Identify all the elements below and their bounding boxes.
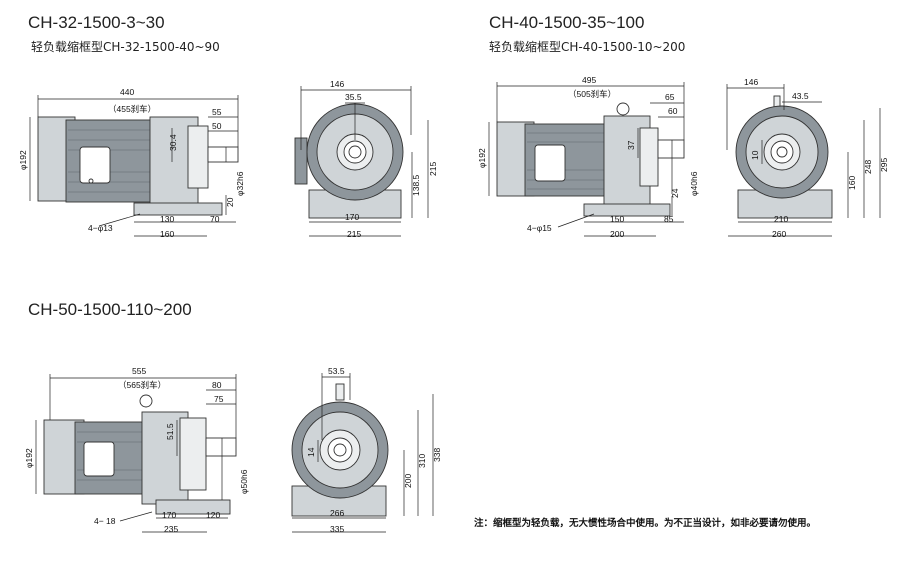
dim-53-5: 53.5 xyxy=(328,366,345,376)
dim-170: 170 xyxy=(345,212,359,222)
dim-holes-4-18: 4− 18 xyxy=(94,516,116,526)
foot-base xyxy=(155,499,231,515)
dim-260: 260 xyxy=(772,229,786,239)
model-2-front-view: 146 43.5 10 295 248 160 210 260 xyxy=(726,77,889,239)
dim-130: 130 xyxy=(160,214,174,224)
dim-35-5: 35.5 xyxy=(345,92,362,102)
dim-24: 24 xyxy=(670,188,680,198)
gear-flange xyxy=(187,125,209,189)
dim-138-5: 138.5 xyxy=(411,174,421,196)
dim-50: 50 xyxy=(212,121,222,131)
model-2-title: CH-40-1500-35~100 xyxy=(489,13,645,32)
dim-455-brake: （455刹车） xyxy=(108,104,156,114)
dim-43-5: 43.5 xyxy=(792,91,809,101)
model-3-side-view: 555 （565刹车） 80 75 51.5 φ50h6 120 170 235… xyxy=(24,366,249,534)
dim-248: 248 xyxy=(863,160,873,174)
dim-75: 75 xyxy=(214,394,224,404)
dim-215-width: 215 xyxy=(347,229,361,239)
dim-51-5: 51.5 xyxy=(165,423,175,440)
dim-10: 10 xyxy=(750,150,760,160)
dim-210: 210 xyxy=(774,214,788,224)
gear-flange xyxy=(639,127,659,187)
dim-310: 310 xyxy=(417,454,427,468)
dim-shaft-40h6: φ40h6 xyxy=(689,171,699,196)
terminal-box xyxy=(79,146,111,184)
terminal-box xyxy=(83,441,115,477)
lifting-eye xyxy=(616,102,630,116)
lifting-eye xyxy=(139,394,153,408)
usage-note: 注：缩框型为轻负载，无大惯性场合中使用。为不正当设计，如非必要请勿使用。 xyxy=(474,518,817,529)
dim-160: 160 xyxy=(847,176,857,190)
dim-440: 440 xyxy=(120,87,134,97)
model-1-side-view: 440 （455刹车） 55 50 30.4 φ32h6 20 70 130 1… xyxy=(18,87,245,239)
dim-295: 295 xyxy=(879,158,889,172)
dim-266: 266 xyxy=(330,508,344,518)
dim-160: 160 xyxy=(160,229,174,239)
dim-200: 200 xyxy=(403,474,413,488)
dim-20: 20 xyxy=(225,197,235,207)
dim-holes-4-13: 4−φ13 xyxy=(88,223,113,233)
model-1-subtitle: 轻负载缩框型CH-32-1500-40~90 xyxy=(31,40,220,54)
front-base xyxy=(291,485,387,517)
dim-565-brake: （565刹车） xyxy=(118,380,166,390)
dim-146: 146 xyxy=(330,79,344,89)
dim-335: 335 xyxy=(330,524,344,534)
dim-215-height: 215 xyxy=(428,162,438,176)
dim-338: 338 xyxy=(432,448,442,462)
model-1-title: CH-32-1500-3~30 xyxy=(28,13,165,32)
dim-555: 555 xyxy=(132,366,146,376)
gear-flange xyxy=(179,417,207,491)
dim-170: 170 xyxy=(162,510,176,520)
output-shaft xyxy=(657,139,685,159)
dim-37: 37 xyxy=(626,140,636,150)
model-1-front-view: 146 35.5 215 138.5 170 215 xyxy=(294,79,438,239)
dim-60: 60 xyxy=(668,106,678,116)
model-2-subtitle: 轻负载缩框型CH-40-1500-10~200 xyxy=(489,40,686,54)
output-shaft xyxy=(205,437,237,457)
dim-80: 80 xyxy=(212,380,222,390)
dim-192: φ192 xyxy=(24,448,34,468)
terminal-box xyxy=(534,144,566,182)
dim-146: 146 xyxy=(744,77,758,87)
output-shaft xyxy=(207,146,239,163)
dim-505-brake: （505刹车） xyxy=(568,89,616,99)
dim-85: 85 xyxy=(664,214,674,224)
model-3-front-view: 53.5 14 338 310 200 266 335 xyxy=(291,366,442,534)
dim-holes-4-15: 4−φ15 xyxy=(527,223,552,233)
dim-235: 235 xyxy=(164,524,178,534)
dim-200: 200 xyxy=(610,229,624,239)
model-3-title: CH-50-1500-110~200 xyxy=(28,300,192,319)
dim-70: 70 xyxy=(210,214,220,224)
dim-14: 14 xyxy=(306,447,316,457)
lifting-eye-top xyxy=(335,383,345,401)
dim-55: 55 xyxy=(212,107,222,117)
dim-65: 65 xyxy=(665,92,675,102)
dim-30-4: 30.4 xyxy=(168,134,178,151)
foot-base xyxy=(133,202,223,216)
dim-shaft-32h6: φ32h6 xyxy=(235,171,245,196)
foot-base xyxy=(583,203,671,217)
dim-495: 495 xyxy=(582,75,596,85)
dim-shaft-50h6: φ50h6 xyxy=(239,469,249,494)
dim-150: 150 xyxy=(610,214,624,224)
dim-192: φ192 xyxy=(477,148,487,168)
model-2-side-view: 495 （505刹车） 65 60 37 φ40h6 24 85 150 200… xyxy=(477,75,699,239)
dim-192: φ192 xyxy=(18,150,28,170)
dim-120: 120 xyxy=(206,510,220,520)
